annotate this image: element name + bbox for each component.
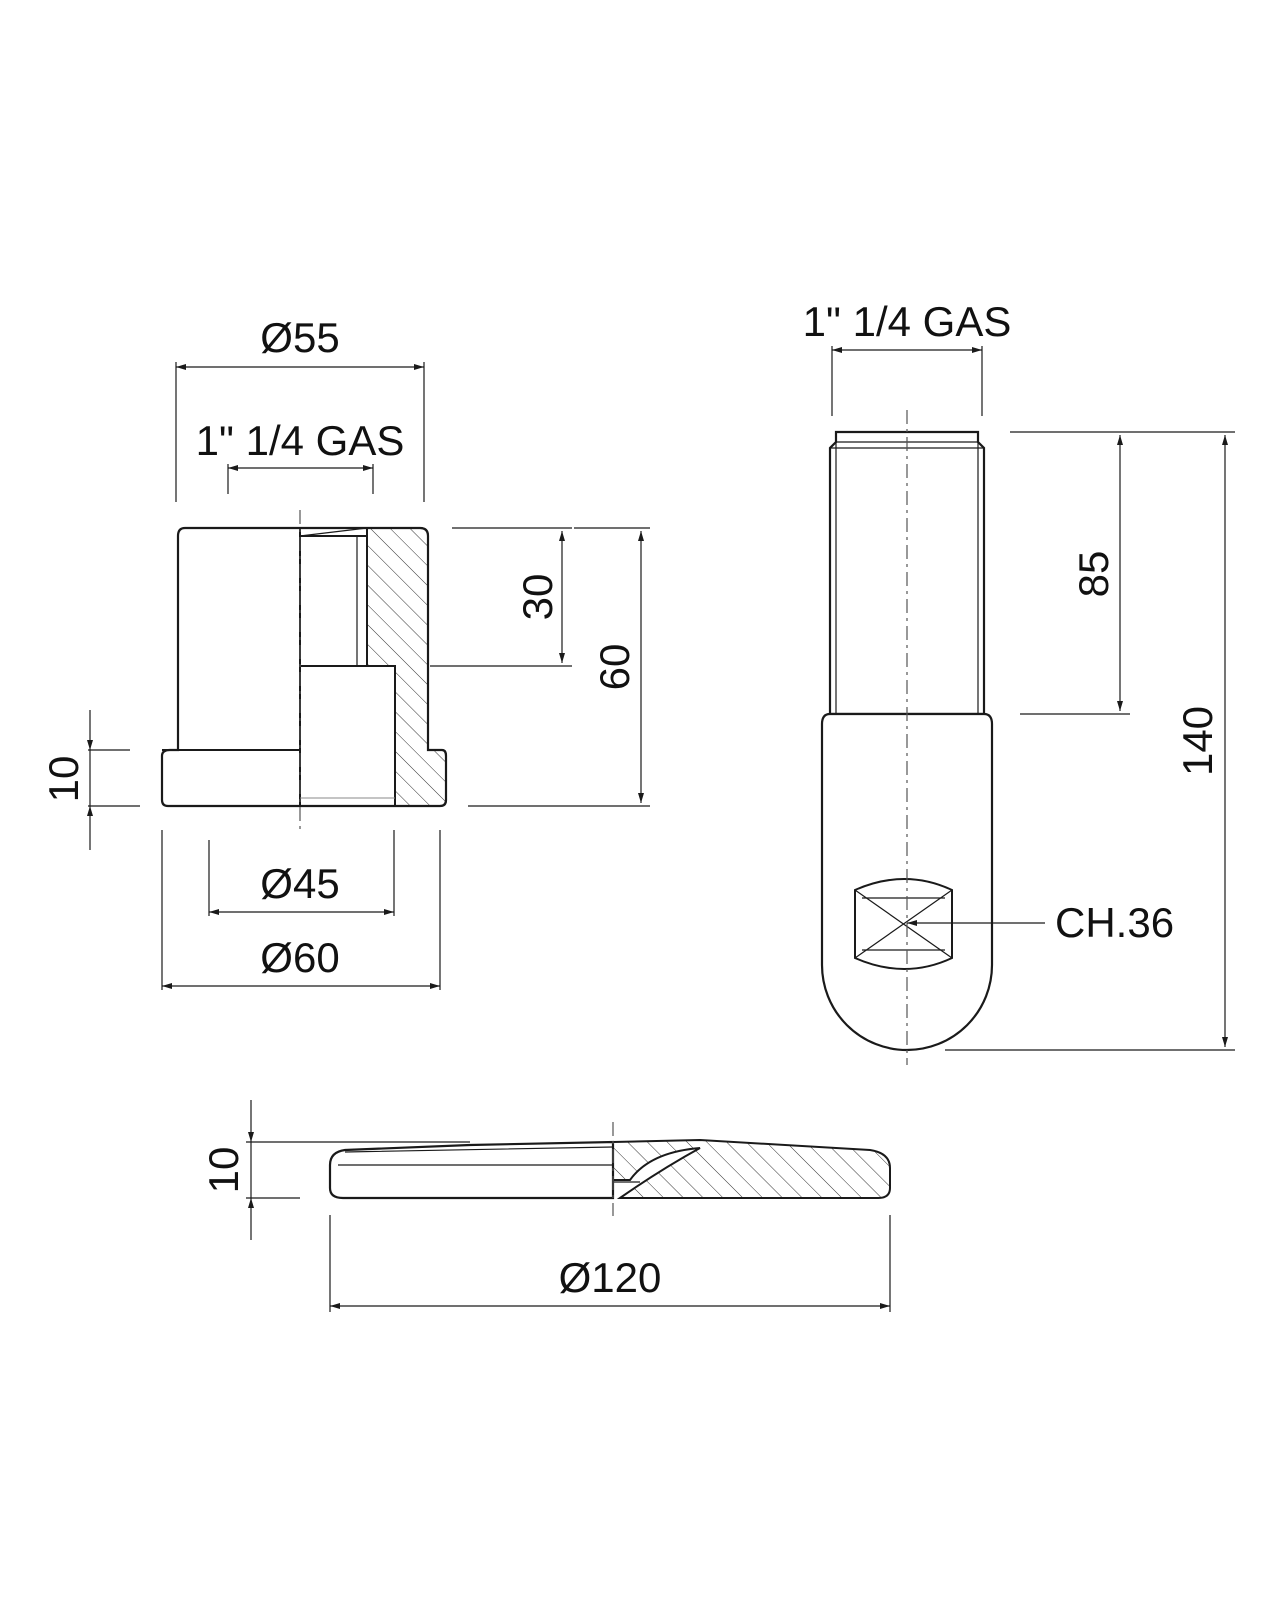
label-pipe-length: 140 <box>1174 706 1221 776</box>
rosette-section-hatch <box>612 1138 891 1199</box>
dim-rosette-diameter: Ø120 <box>329 1215 891 1312</box>
label-nut-outer: Ø55 <box>260 314 339 361</box>
label-wrench: CH.36 <box>1055 899 1174 946</box>
label-pipe-thread-length: 85 <box>1070 551 1117 598</box>
nut-lower-bore <box>300 665 396 806</box>
dim-nut-height: 60 <box>468 527 650 807</box>
label-nut-inner: Ø45 <box>260 860 339 907</box>
wrench-flat <box>854 878 953 970</box>
label-nut-flange: Ø60 <box>260 934 339 981</box>
dim-nut-collar: 10 <box>40 710 140 850</box>
dim-nut-thread: 1" 1/4 GAS <box>196 417 405 494</box>
label-pipe-thread: 1" 1/4 GAS <box>803 298 1012 345</box>
dim-pipe-thread: 1" 1/4 GAS <box>803 298 1012 416</box>
label-rosette-thickness: 10 <box>200 1147 247 1194</box>
label-nut-height: 60 <box>591 644 638 691</box>
label-nut-thread-depth: 30 <box>514 574 561 621</box>
rosette-left-half <box>328 1140 615 1200</box>
dim-rosette-thickness: 10 <box>200 1100 470 1240</box>
nut-chamfer <box>299 527 368 666</box>
pipe-view: 1" 1/4 GAS 85 140 CH.36 <box>803 298 1235 1065</box>
nut-view: Ø55 1" 1/4 GAS 30 60 10 <box>40 314 650 990</box>
rosette-view: 10 Ø120 <box>200 1100 891 1312</box>
dim-pipe-length: 140 <box>945 431 1235 1051</box>
dim-nut-thread-depth: 30 <box>430 527 572 667</box>
dim-wrench: CH.36 <box>907 899 1174 946</box>
nut-section-hatch <box>366 527 447 807</box>
label-nut-collar: 10 <box>40 756 87 803</box>
dim-nut-outer: Ø55 <box>175 314 425 502</box>
label-rosette-diameter: Ø120 <box>559 1254 662 1301</box>
label-nut-thread: 1" 1/4 GAS <box>196 417 405 464</box>
dim-pipe-thread-length: 85 <box>1010 431 1130 715</box>
rosette-left-inner <box>338 1146 614 1166</box>
dim-nut-inner: Ø45 <box>208 830 395 916</box>
dim-nut-flange: Ø60 <box>161 830 441 990</box>
